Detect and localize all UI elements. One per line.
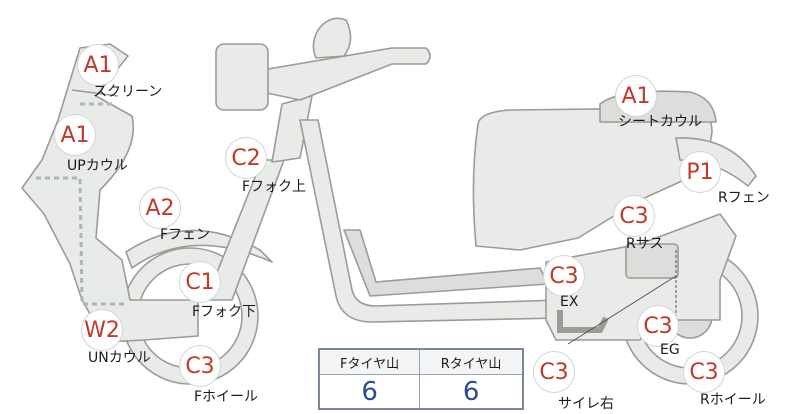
part-code-badge: C3	[614, 196, 654, 236]
part-label: Rサス	[626, 236, 664, 252]
part-label: Fホイール	[194, 389, 259, 405]
table-value-row: 6 6	[318, 374, 524, 410]
part-code-badge: W2	[82, 310, 122, 350]
part-code-badge: C3	[180, 346, 220, 386]
table-header-row: Fタイヤ山 Rタイヤ山	[318, 348, 524, 375]
part-code-badge: C2	[226, 138, 266, 178]
part-label: Rフェン	[718, 190, 770, 206]
part-code-badge: C3	[534, 352, 574, 392]
part-label: Rホイール	[700, 392, 766, 408]
exhaust-pipe-drawing	[557, 310, 609, 333]
part-code-badge: A2	[140, 188, 180, 228]
part-code-badge: C3	[544, 256, 584, 296]
part-label: Fフェン	[160, 227, 211, 243]
headlight-box-drawing	[215, 43, 269, 111]
part-label: EG	[660, 342, 680, 358]
part-label: Fフォク下	[192, 304, 257, 320]
part-code-badge: C3	[684, 352, 724, 392]
part-label: Fフォク上	[242, 179, 307, 195]
mirror-drawing	[312, 17, 352, 59]
seat-body-drawing	[472, 107, 713, 251]
front-tire-tread-value: 6	[318, 374, 421, 410]
part-code-badge: A1	[78, 45, 118, 85]
part-code-badge: A1	[55, 115, 95, 155]
part-label: EX	[560, 294, 579, 310]
part-label: UNカウル	[88, 350, 151, 366]
rear-tire-tread-header: Rタイヤ山	[419, 348, 524, 375]
part-label: サイレ右	[558, 396, 614, 412]
muffler-pointer-line	[567, 275, 677, 345]
front-tire-tread-header: Fタイヤ山	[318, 348, 421, 375]
rear-suspension-drawing	[625, 243, 679, 279]
part-code-badge: P1	[680, 152, 720, 192]
part-code-badge: C3	[638, 306, 678, 346]
part-label: シートカウル	[618, 114, 702, 130]
up-cowl-line	[71, 89, 119, 97]
part-code-badge: C1	[180, 262, 220, 302]
floor-step-drawing	[343, 229, 549, 297]
part-code-badge: A1	[616, 76, 656, 116]
tire-tread-table: Fタイヤ山 Rタイヤ山 6 6	[318, 348, 524, 410]
part-label: スクリーン	[93, 84, 163, 100]
part-label: UPカウル	[67, 158, 128, 174]
rear-tire-tread-value: 6	[419, 374, 524, 410]
handlebar-drawing	[261, 47, 431, 101]
